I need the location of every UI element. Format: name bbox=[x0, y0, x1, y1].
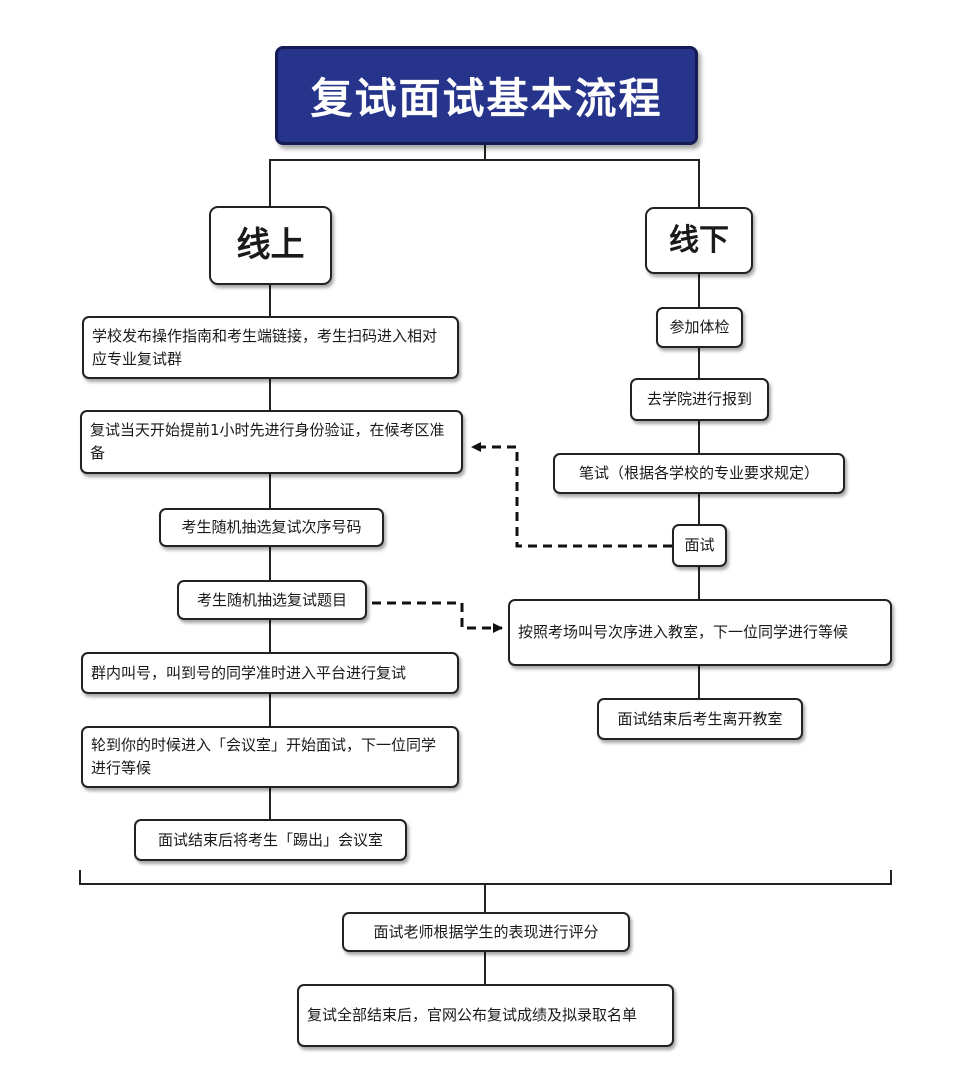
offline-step-4: 面试 bbox=[672, 524, 727, 567]
merge-bracket-connector bbox=[79, 870, 892, 984]
offline-step-5: 按照考场叫号次序进入教室，下一位同学进行等候 bbox=[508, 599, 892, 666]
dashed-arrow-topic-to-offline bbox=[372, 601, 503, 633]
final-step-2: 复试全部结束后，官网公布复试成绩及拟录取名单 bbox=[297, 984, 674, 1047]
online-step-7: 面试结束后将考生「踢出」会议室 bbox=[134, 819, 407, 861]
dashed-arrow-interview-to-online bbox=[471, 442, 672, 548]
flowchart-title: 复试面试基本流程 bbox=[310, 74, 663, 123]
title-split-connector bbox=[269, 145, 700, 207]
offline-step-3: 笔试（根据各学校的专业要求规定） bbox=[553, 453, 845, 494]
online-step-4: 考生随机抽选复试题目 bbox=[177, 580, 367, 620]
online-step-6: 轮到你的时候进入「会议室」开始面试，下一位同学进行等候 bbox=[81, 726, 459, 788]
online-step-3: 考生随机抽选复试次序号码 bbox=[159, 508, 384, 547]
online-step-5: 群内叫号，叫到号的同学准时进入平台进行复试 bbox=[81, 652, 459, 694]
offline-step-1: 参加体检 bbox=[656, 307, 743, 348]
flowchart-title-box: 复试面试基本流程 bbox=[275, 46, 698, 145]
final-step-1: 面试老师根据学生的表现进行评分 bbox=[342, 912, 630, 952]
branch-offline: 线下 bbox=[645, 207, 753, 274]
offline-step-2: 去学院进行报到 bbox=[630, 378, 769, 421]
branch-online: 线上 bbox=[209, 206, 332, 285]
online-step-1: 学校发布操作指南和考生端链接，考生扫码进入相对应专业复试群 bbox=[82, 316, 459, 379]
online-step-2: 复试当天开始提前1小时先进行身份验证，在候考区准备 bbox=[80, 410, 463, 474]
offline-step-6: 面试结束后考生离开教室 bbox=[597, 698, 803, 740]
